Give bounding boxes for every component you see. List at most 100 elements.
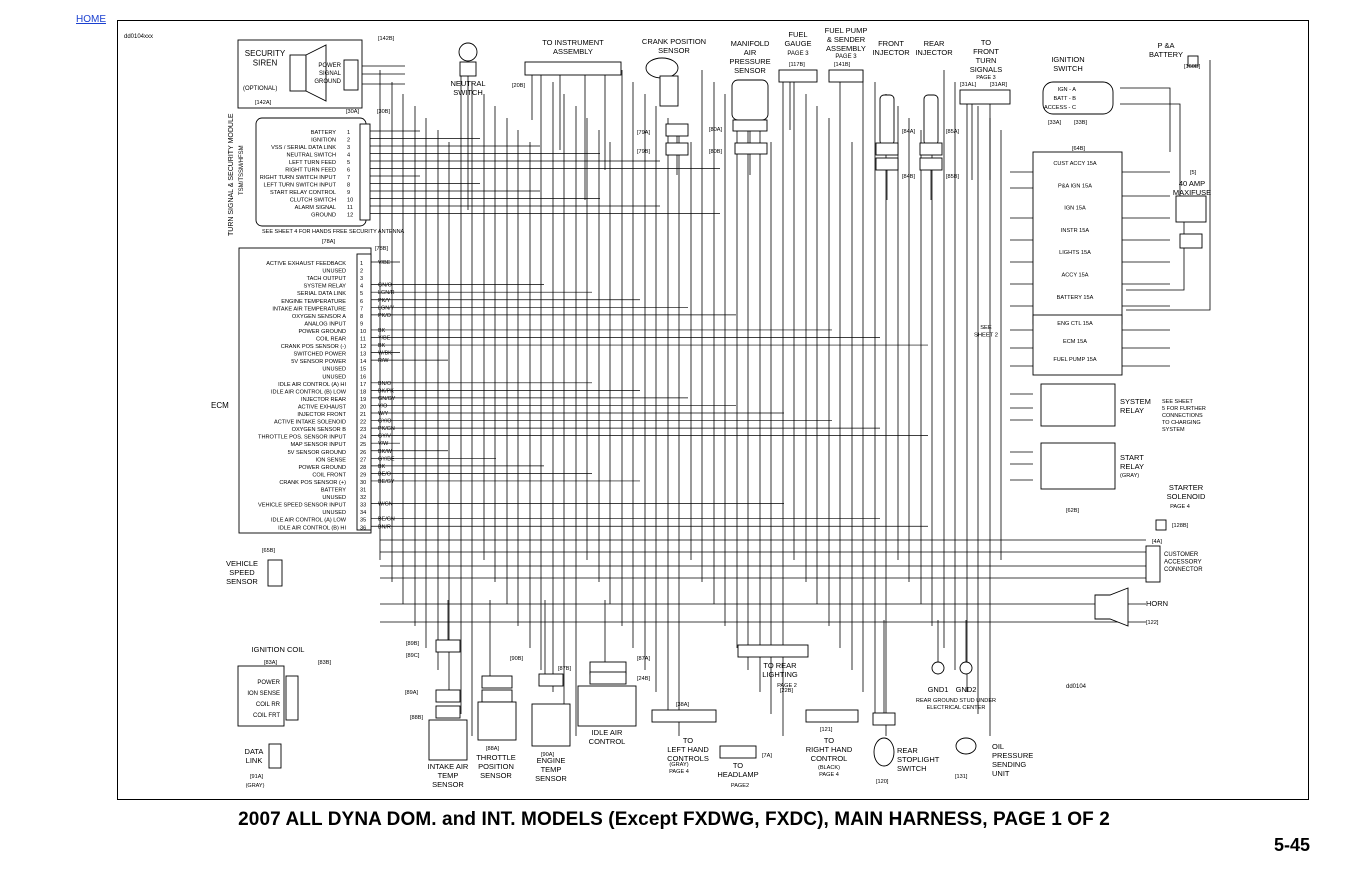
system-relay-label-line1: RELAY: [1120, 406, 1144, 415]
start-relay-label-line0: START: [1120, 453, 1144, 462]
ecm-wire-color-5: LGN/R: [378, 290, 395, 296]
coil-label: IGNITION COIL: [252, 645, 305, 654]
connector-id-41: [24B]: [637, 676, 651, 682]
ecm-pin-8: OXYGEN SENSOR A: [292, 314, 346, 320]
ignition-trunk: [1120, 87, 1171, 152]
vss-connector: [267, 559, 283, 587]
data-link-connector: [268, 743, 282, 769]
rear-injector-icon: [923, 94, 939, 146]
right-hand-connector: [805, 709, 859, 723]
charging-note-line0: SEE SHEET: [1162, 399, 1194, 405]
ecm-pin-14: 5V SENSOR POWER: [291, 359, 346, 365]
connector-id-11: [117B]: [789, 62, 805, 68]
fuse-4: LIGHTS 15A: [1059, 250, 1091, 256]
connector-id-34: [89A]: [405, 690, 419, 696]
ecm-pin-31: BATTERY: [321, 488, 347, 494]
tssm-pin-1: BATTERY: [311, 130, 337, 136]
battery-trunk: [1126, 60, 1211, 311]
connector-id-2: [30A]: [346, 109, 360, 115]
charging-note-line1: 5 FOR FURTHER: [1162, 406, 1206, 412]
ignition-pin-1: BATT - B: [1054, 96, 1077, 102]
coil-pin-1: ION SENSE: [247, 691, 280, 697]
data-link-label-line1: LINK: [246, 756, 263, 765]
connector-id-39: [87B]: [558, 666, 572, 672]
starter-label-line1: SOLENOID: [1167, 492, 1206, 501]
ecm-pin-num-24: 24: [360, 435, 366, 441]
start-relay-box: [1040, 442, 1116, 490]
ecm-pin-35: IDLE AIR CONTROL (A) LOW: [271, 518, 347, 524]
vss-label-line0: VEHICLE: [226, 559, 258, 568]
ecm-pin-num-36: 36: [360, 525, 366, 531]
connector-id-24: [62B]: [1066, 508, 1080, 514]
tssm-pin-7: RIGHT TURN SWITCH INPUT: [260, 175, 337, 181]
instrument-label-line1: ASSEMBLY: [553, 47, 593, 56]
components: [237, 39, 1207, 769]
fuel-pump-connector: [828, 69, 864, 83]
ecm-wire-color-24: GY/V: [378, 434, 391, 440]
front-turn-label-line0: TO: [981, 38, 991, 47]
tssm-pin-num-2: 2: [347, 138, 350, 144]
iac-conn-b: [589, 671, 627, 685]
ignition-pin-0: IGN - A: [1058, 87, 1077, 93]
ecm-pin-num-29: 29: [360, 472, 366, 478]
et-sensor-icon: [531, 703, 571, 747]
tssm-pin-num-8: 8: [347, 183, 350, 189]
ecm-pin-27: ION SENSE: [316, 457, 347, 463]
ecm-pin-10: POWER GROUND: [298, 329, 346, 335]
iac-icon: [577, 685, 637, 727]
connector-id-26: [4A]: [1152, 539, 1162, 545]
tssm-pin-num-10: 10: [347, 198, 353, 204]
tssm-pin-num-7: 7: [347, 175, 350, 181]
fuse-see-sheet2-line1: SHEET 2: [974, 332, 998, 338]
left-hand-label-line2: CONTROLS: [667, 754, 709, 763]
left-hand-connector: [651, 709, 717, 723]
ecm-pin-20: ACTIVE EXHAUST: [298, 404, 347, 410]
connector-id-8: [79B]: [637, 149, 651, 155]
connector-id-19: [33A]: [1048, 120, 1062, 126]
connector-id-6: [20B]: [512, 83, 526, 89]
connector-id-30: [83B]: [318, 660, 332, 666]
headlamp-page: PAGE2: [731, 783, 749, 789]
ecm-pin-num-4: 4: [360, 284, 363, 290]
ecm-pin-num-22: 22: [360, 420, 366, 426]
connector-id-32: [89B]: [406, 641, 420, 647]
front-injector-label-line0: FRONT: [878, 39, 904, 48]
ecm-wire-color-7: LGN/Y: [378, 305, 395, 311]
iac-label-line0: IDLE AIR: [592, 728, 623, 737]
ecm-pin-num-18: 18: [360, 389, 366, 395]
system-relay-box: [1040, 383, 1116, 427]
ecm-pin-num-23: 23: [360, 427, 366, 433]
tssm-note: SEE SHEET 4 FOR HANDS FREE SECURITY ANTE…: [262, 229, 405, 235]
map-label-line1: AIR: [744, 48, 757, 57]
crank-label-line0: CRANK POSITION: [642, 37, 706, 46]
connector-id-15: [85A]: [946, 129, 960, 135]
fuel-gauge-page: PAGE 3: [787, 51, 809, 57]
tssm-pin-12: GROUND: [311, 213, 336, 219]
tps-label-line2: SENSOR: [480, 771, 512, 780]
et-label-line1: TEMP: [541, 765, 562, 774]
ecm-pin-29: COIL FRONT: [312, 472, 346, 478]
connector-id-36: [88A]: [486, 746, 500, 752]
ecm-pin-num-20: 20: [360, 404, 366, 410]
starter-connector: [1155, 519, 1167, 531]
home-link[interactable]: HOME: [76, 14, 106, 25]
iat-label-line0: INTAKE AIR: [428, 762, 469, 771]
battery-connector: [1187, 55, 1199, 67]
oil-pressure-label-line3: UNIT: [992, 769, 1010, 778]
tssm-subtitle: TSM/TSSM/HFSM: [239, 145, 245, 195]
ecm-pin-30: CRANK POS SENSOR (+): [279, 480, 346, 486]
fuel-gauge-label-line0: FUEL: [788, 30, 807, 39]
coil-pin-2: COIL RR: [256, 702, 281, 708]
ecm-pin-9: ANALOG INPUT: [304, 321, 346, 327]
fuse-6: BATTERY 15A: [1057, 295, 1094, 301]
ecm-wire-color-28: BK: [378, 464, 386, 470]
connector-id-28: [65B]: [262, 548, 276, 554]
connector-id-44: [22B]: [780, 688, 794, 694]
ecm-wire-color-25: V/W: [378, 441, 389, 447]
tssm-pin-4: NEUTRAL SWITCH: [286, 153, 336, 159]
fuel-pump-label-line0: FUEL PUMP: [825, 26, 868, 35]
ecm-connector: [356, 253, 372, 531]
ecm-pin-num-21: 21: [360, 412, 366, 418]
tssm-pin-num-1: 1: [347, 130, 350, 136]
iat-conn-a: [435, 639, 461, 653]
